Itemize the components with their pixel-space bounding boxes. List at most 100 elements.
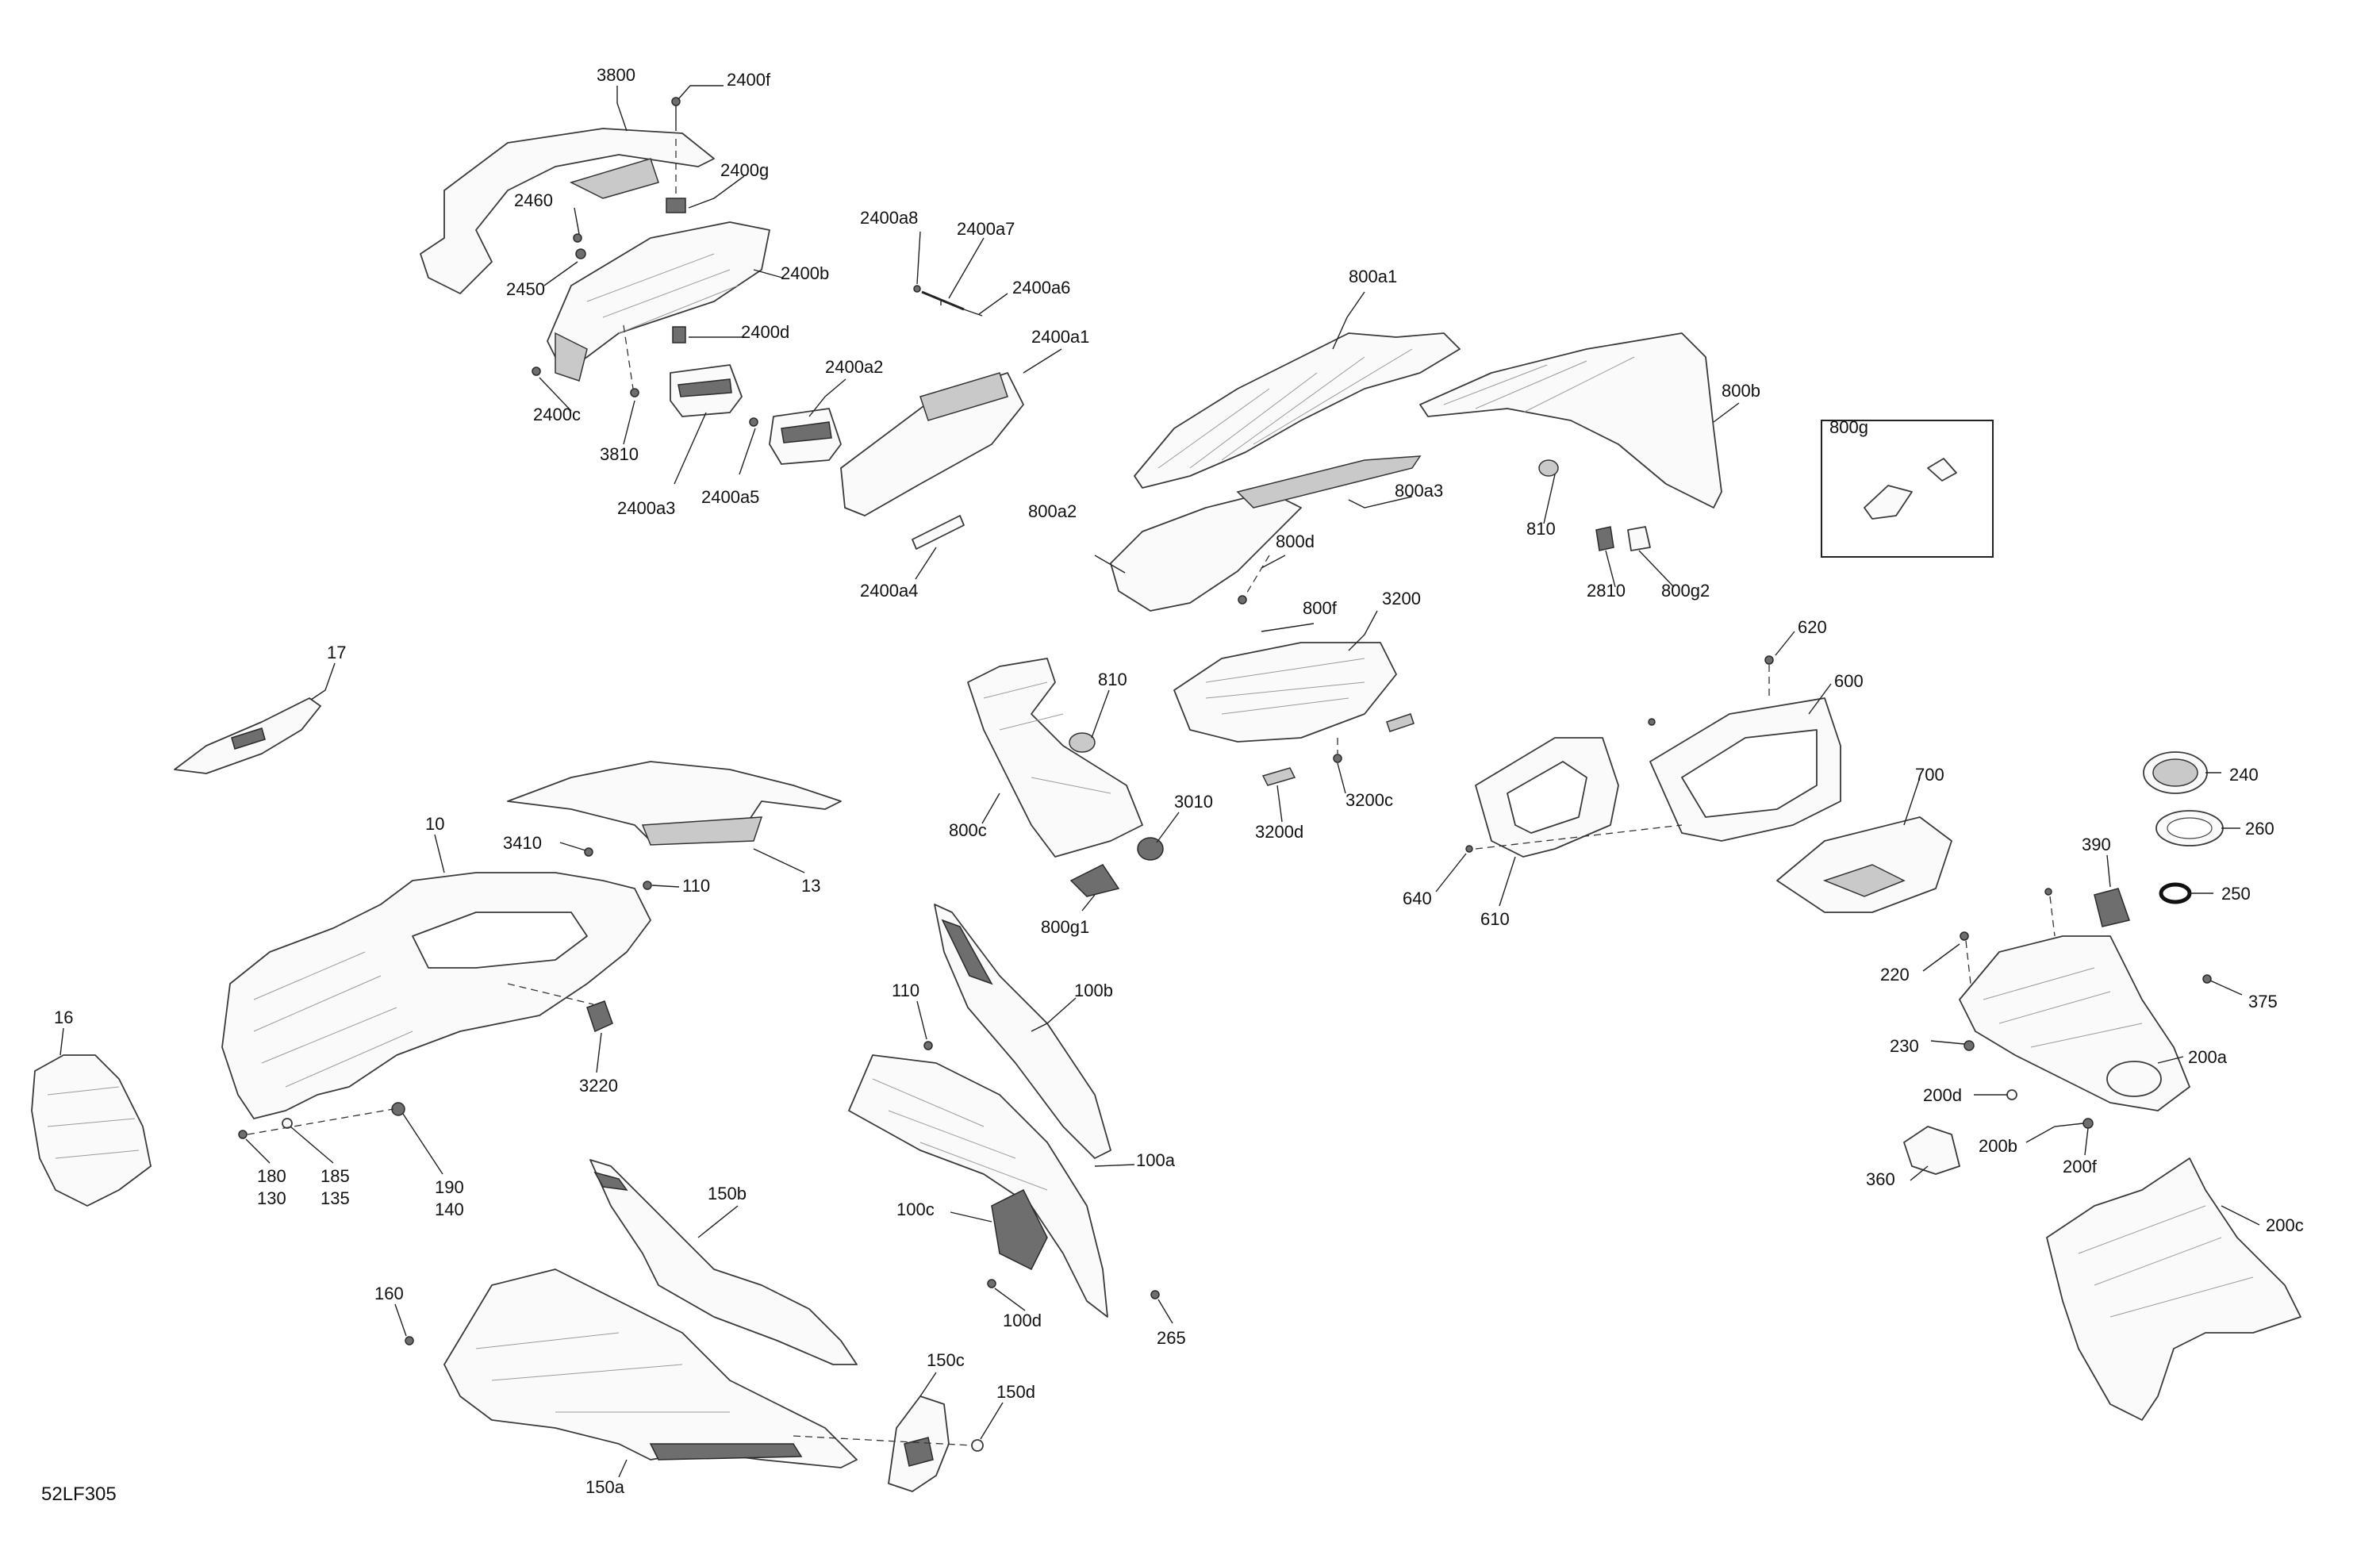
label-3220: 3220 [579,1076,618,1096]
part-800g1-vent [1069,864,1120,897]
middle-cover-leaders [981,610,1378,912]
label-800f: 800f [1303,598,1338,618]
label-800a3: 800a3 [1395,481,1443,501]
label-150d: 150d [996,1382,1035,1402]
label-2460: 2460 [514,190,553,210]
side-panel-group [405,904,1160,1492]
diagram-code: 52LF305 [41,1484,117,1505]
part-110b-screw [923,1041,933,1050]
label-2400a1: 2400a1 [1031,327,1089,347]
part-375-screw [2202,974,2212,984]
label-260: 260 [2245,819,2274,839]
windshield-group [1110,332,1994,612]
part-3010-grommet [1137,837,1164,861]
label-250: 250 [2221,884,2251,904]
part-190-nut [391,1102,405,1116]
label-2400g: 2400g [720,160,769,180]
side-panel-leaders [394,997,1173,1478]
part-3200c-screw [1333,754,1342,763]
label-190: 190 [435,1177,464,1197]
label-600: 600 [1834,671,1864,691]
label-140: 140 [435,1199,464,1219]
label-2400a5: 2400a5 [701,487,759,507]
middle-cover-group [967,642,1415,897]
label-13: 13 [801,876,820,896]
label-200b: 200b [1979,1136,2017,1156]
label-110a: 110 [682,876,710,896]
label-2450: 2450 [506,279,545,299]
label-130: 130 [257,1188,286,1208]
label-200d: 200d [1923,1085,1962,1105]
label-200c: 200c [2266,1215,2304,1235]
part-3410-screw [584,847,593,857]
label-150a: 150a [585,1477,625,1497]
part-800a2-deflector [1110,491,1302,612]
label-800d: 800d [1276,532,1315,551]
part-250-oring [2159,882,2192,904]
part-3800-trim [420,128,715,294]
label-2400b: 2400b [781,263,829,283]
label-2400a2: 2400a2 [825,357,883,377]
label-800g1: 800g1 [1041,917,1089,937]
label-2400c: 2400c [533,405,581,424]
part-100c-vent [991,1188,1048,1271]
label-800a1: 800a1 [1349,267,1397,286]
label-2400a6: 2400a6 [1012,278,1070,297]
label-230: 230 [1890,1036,1919,1056]
windshield-leaders [1094,291,1740,632]
label-2810: 2810 [1587,581,1626,601]
label-160: 160 [374,1284,404,1303]
part-620-screw [1764,655,1774,665]
label-3410: 3410 [503,833,542,853]
part-3200d-pad [1261,767,1296,786]
part-16-panel [31,1054,152,1207]
front-body-group [31,697,842,1207]
label-620: 620 [1798,617,1827,637]
part-2400g-clip [666,198,686,213]
part-800b-fairing [1419,332,1722,509]
label-17: 17 [327,643,346,662]
label-100c: 100c [896,1199,935,1219]
label-3200d: 3200d [1255,822,1303,842]
part-810-grommet [1538,459,1559,477]
label-610: 610 [1480,909,1510,929]
part-230-clip [1964,1040,1975,1051]
label-800b: 800b [1722,381,1760,401]
part-3810-screw [630,388,639,397]
label-2400a8: 2400a8 [860,208,918,228]
part-2460-screw [573,233,582,243]
part-3200-cover [1173,642,1397,743]
label-3810: 3810 [600,444,639,464]
label-800g: 800g [1829,417,1868,437]
part-800g-clip-b [1927,458,1957,482]
label-2400a3: 2400a3 [617,498,675,518]
label-800g2: 800g2 [1661,581,1710,601]
part-3200d-pad-2 [1386,713,1415,732]
label-265: 265 [1157,1328,1186,1348]
label-2400f: 2400f [727,70,771,90]
label-16: 16 [54,1008,73,1027]
label-3200: 3200 [1382,589,1421,608]
label-3200c: 3200c [1345,790,1393,810]
part-200c-base [2046,1157,2301,1421]
part-2400a5-screw [749,417,758,427]
label-100b: 100b [1074,981,1113,1000]
front-body-leaders [60,662,805,1175]
part-150b-panel [589,1159,858,1365]
part-2400c-bracket [555,332,588,382]
part-360-bracket [1903,1126,1960,1175]
label-800a2: 800a2 [1028,501,1077,521]
label-800c: 800c [949,820,987,840]
detail-box-800g [1821,420,1994,558]
label-200a: 200a [2188,1047,2228,1067]
label-180: 180 [257,1166,286,1186]
part-100a-panel [848,1054,1108,1318]
part-390-switch [2094,888,2130,927]
label-110b: 110 [892,981,919,1000]
part-700-cover [1776,816,1952,913]
label-150b: 150b [708,1184,747,1203]
part-2400f-screw [671,97,681,106]
part-2400a4-clip [912,515,965,550]
part-265-screw [1150,1290,1160,1299]
